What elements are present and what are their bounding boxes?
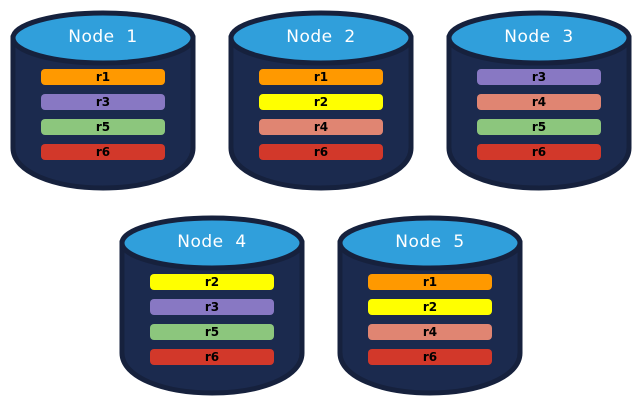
replica-bar: r4 xyxy=(477,94,601,110)
replica-bar: r2 xyxy=(150,274,274,290)
replica-bar: r2 xyxy=(368,299,492,315)
replica-bar: r6 xyxy=(259,144,383,160)
replica-list: r1 r2 r4 r6 xyxy=(368,274,492,365)
cylinder-top-ellipse xyxy=(228,10,414,66)
replica-bar: r6 xyxy=(477,144,601,160)
cylinder-top-ellipse xyxy=(10,10,196,66)
replica-bar: r1 xyxy=(368,274,492,290)
replica-bar: r5 xyxy=(41,119,165,135)
replica-bar: r1 xyxy=(41,69,165,85)
replica-bar: r6 xyxy=(41,144,165,160)
replica-bar: r1 xyxy=(259,69,383,85)
cylinder-top-ellipse xyxy=(119,215,305,271)
cylinder-top-ellipse xyxy=(337,215,523,271)
replica-bar: r5 xyxy=(150,324,274,340)
replica-bar: r2 xyxy=(259,94,383,110)
replica-list: r1 r2 r4 r6 xyxy=(259,69,383,160)
replica-bar: r3 xyxy=(150,299,274,315)
cylinder-top-ellipse xyxy=(446,10,632,66)
replica-list: r2 r3 r5 r6 xyxy=(150,274,274,365)
replica-bar: r3 xyxy=(477,69,601,85)
replica-bar: r4 xyxy=(259,119,383,135)
replica-list: r3 r4 r5 r6 xyxy=(477,69,601,160)
replica-bar: r3 xyxy=(41,94,165,110)
replica-list: r1 r3 r5 r6 xyxy=(41,69,165,160)
replica-bar: r4 xyxy=(368,324,492,340)
replica-bar: r6 xyxy=(150,349,274,365)
replica-bar: r5 xyxy=(477,119,601,135)
replica-bar: r6 xyxy=(368,349,492,365)
